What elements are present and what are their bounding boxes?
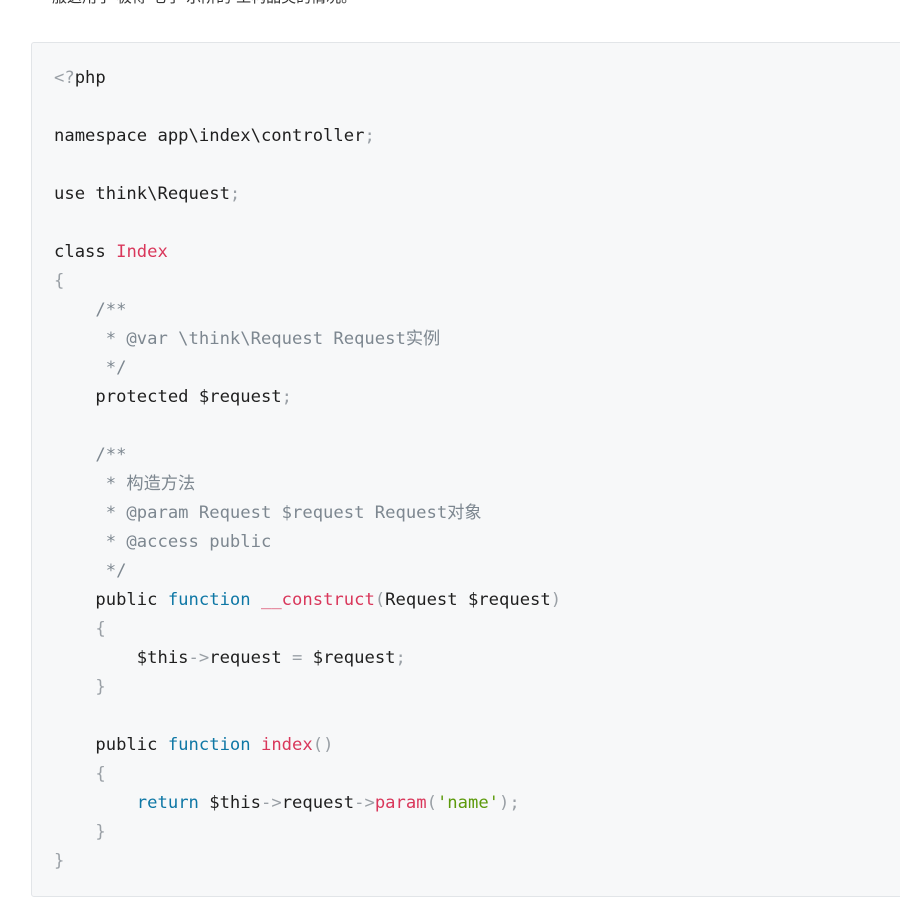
code-token: * @var \think\Request Request实例 [54,329,441,349]
code-token [251,735,261,755]
code-lines: <?php namespace app\index\controller; us… [54,64,900,876]
code-token: ; [281,387,293,407]
code-token: public [54,735,168,755]
code-token: ); [499,793,520,813]
code-token: $this [198,793,261,813]
code-line: */ [54,354,900,383]
code-line [54,151,900,180]
code-line: * @param Request $request Request对象 [54,499,900,528]
code-line: namespace app\index\controller; [54,122,900,151]
code-line [54,412,900,441]
code-line: public function index() [54,731,900,760]
code-line: */ [54,557,900,586]
code-line: class Index [54,238,900,267]
code-token: ( [374,590,386,610]
code-token: use think\Request [54,184,230,204]
code-token: */ [54,561,127,581]
code-token: return [136,793,199,813]
code-token: ) [550,590,562,610]
code-token: request [209,648,293,668]
code-token: -> [188,648,210,668]
code-token [54,793,137,813]
code-token: 'name' [436,793,500,813]
code-token: } [54,851,65,871]
code-token: * @access public [54,532,272,552]
code-line: * 构造方法 [54,470,900,499]
code-token: * @param Request $request Request对象 [54,503,482,523]
code-token: ; [364,126,375,146]
code-block: <?php namespace app\index\controller; us… [31,42,900,897]
code-token: = [292,648,303,668]
code-line: } [54,818,900,847]
code-token: ; [395,648,406,668]
code-token: ; [229,184,241,204]
code-token: $request [302,648,396,668]
code-line: use think\Request; [54,180,900,209]
code-token: index [260,735,313,755]
intro-paragraph: 服这用于 极得 七于 示阶的 工构品类的情况。 [52,0,356,8]
code-token: * 构造方法 [54,474,196,494]
code-token: -> [354,793,375,813]
code-line [54,702,900,731]
code-token: __construct [260,590,375,610]
code-token: { [54,619,106,639]
code-token: } [54,822,106,842]
code-token: function [167,590,251,610]
code-line [54,209,900,238]
code-token: php [74,68,106,88]
code-token: request [281,793,355,813]
code-line: public function __construct(Request $req… [54,586,900,615]
code-line: { [54,760,900,789]
code-token: class [54,242,117,262]
code-token: -> [260,793,282,813]
code-token: { [54,764,106,784]
code-token: param [374,793,427,813]
code-token: function [167,735,251,755]
code-token: Index [116,242,168,262]
code-token: { [54,271,65,291]
code-line: /** [54,441,900,470]
code-line: /** [54,296,900,325]
code-token: } [54,677,106,697]
code-line: { [54,615,900,644]
code-token: /** [54,300,127,320]
code-token [251,590,261,610]
code-token: protected $request [54,387,282,407]
code-line: { [54,267,900,296]
code-token: $this [54,648,189,668]
code-line: $this->request = $request; [54,644,900,673]
code-token: ( [426,793,437,813]
code-line: protected $request; [54,383,900,412]
code-line: } [54,673,900,702]
code-token: */ [54,358,127,378]
code-token: () [312,735,334,755]
code-line: <?php [54,64,900,93]
code-token: public [54,590,168,610]
code-line: return $this->request->param('name'); [54,789,900,818]
code-token: <? [54,68,75,88]
code-line: * @var \think\Request Request实例 [54,325,900,354]
code-token: namespace app\index\controller [54,126,365,146]
code-line: * @access public [54,528,900,557]
code-line: } [54,847,900,876]
code-line [54,93,900,122]
code-token: /** [54,445,127,465]
code-token: Request $request [385,590,551,610]
